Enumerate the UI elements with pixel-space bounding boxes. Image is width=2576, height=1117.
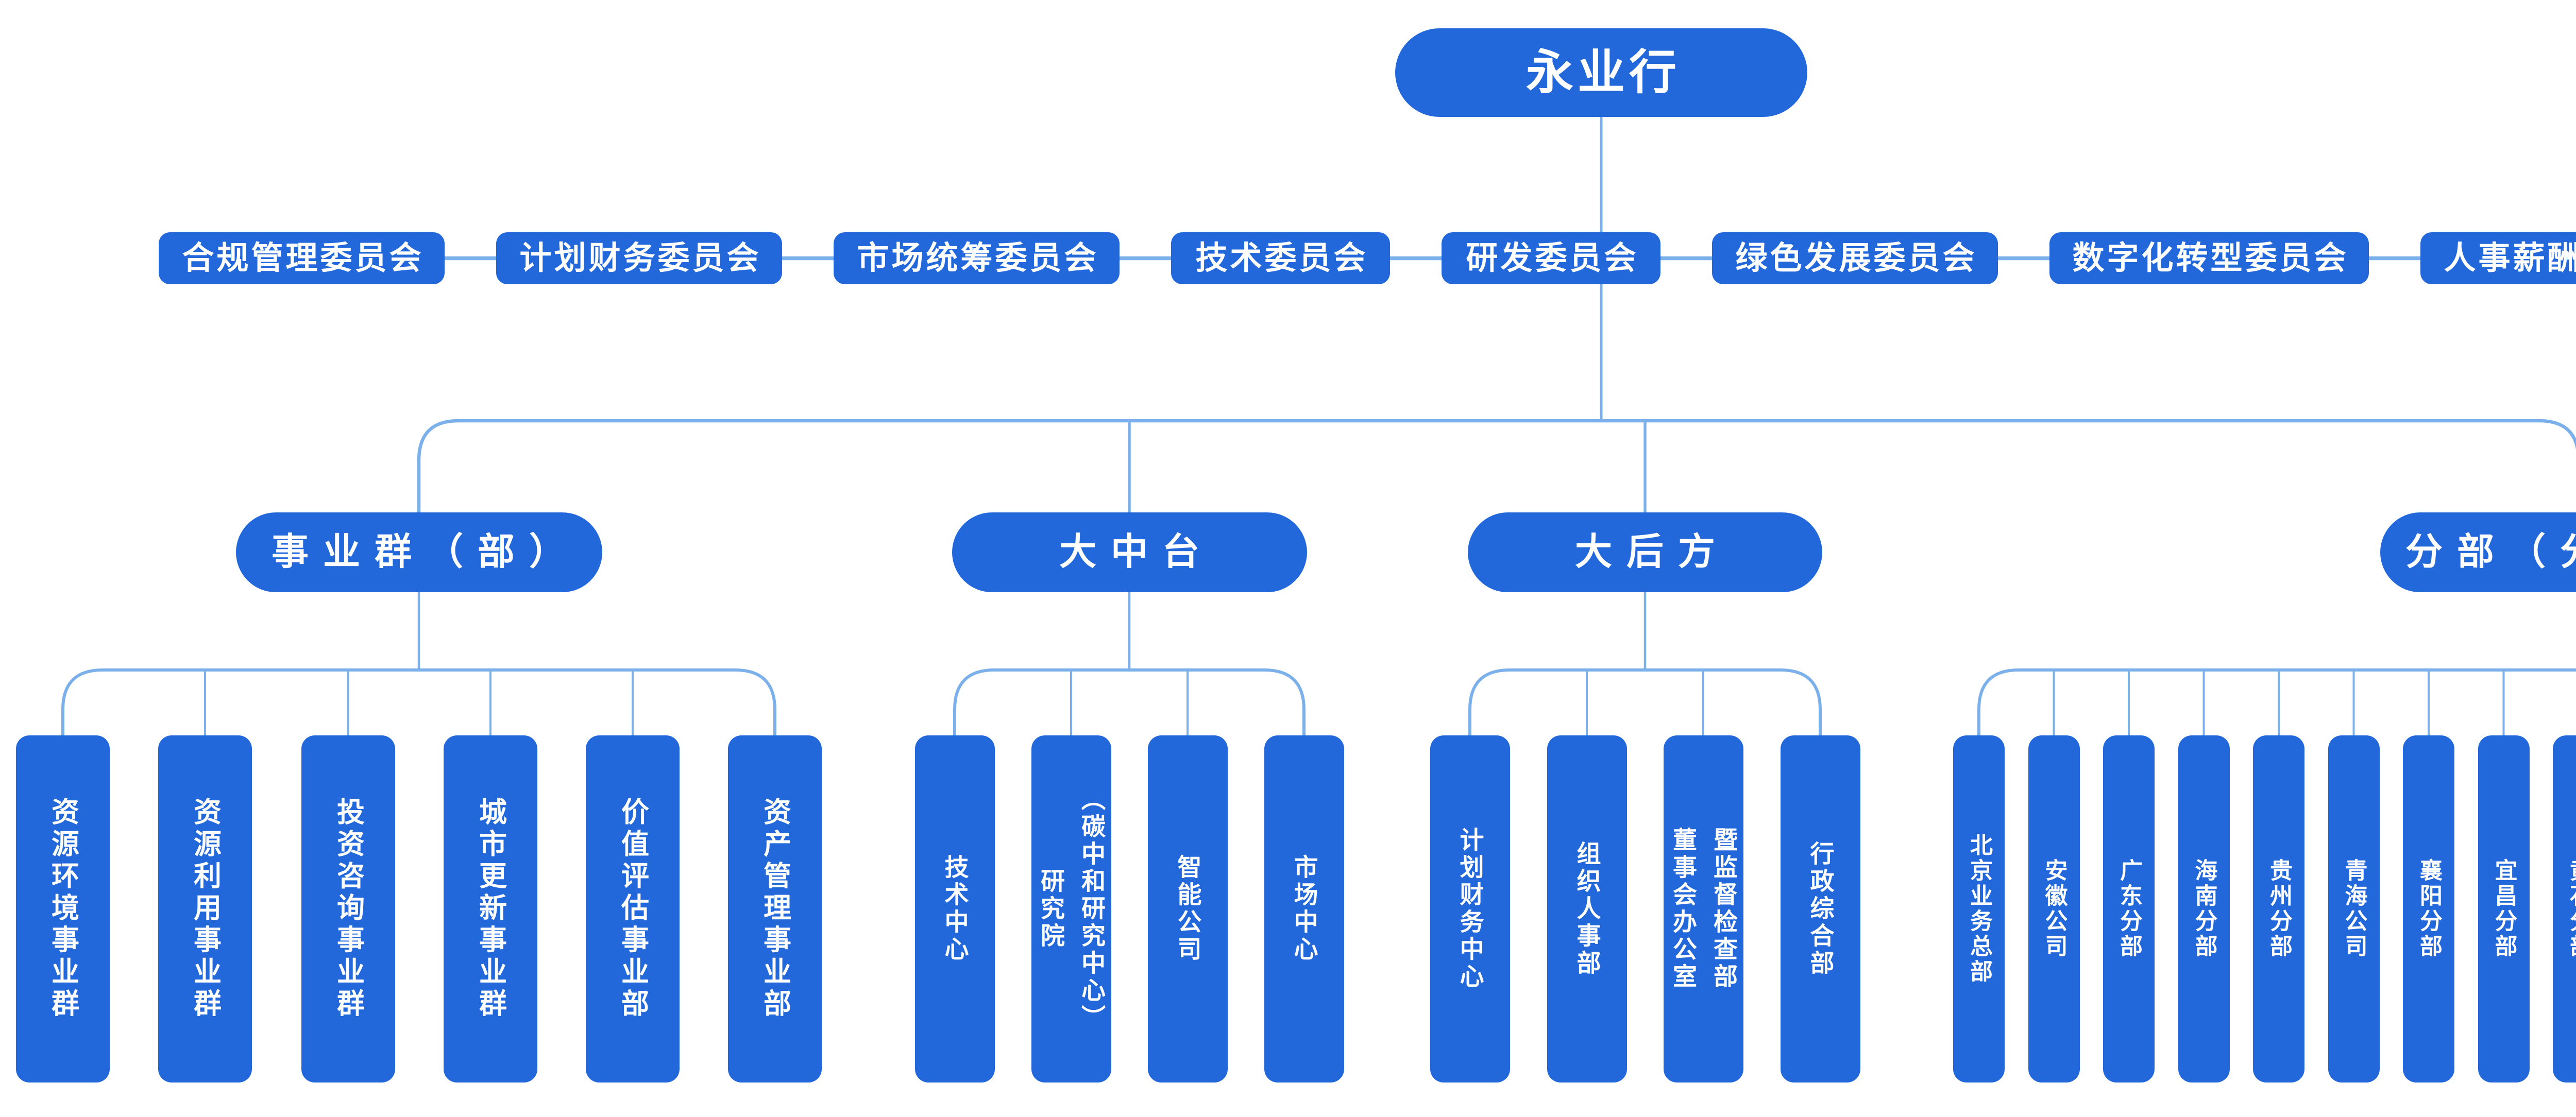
dept-node: 资源环境事业群 xyxy=(16,735,110,1082)
dept-node: 青海公司 xyxy=(2328,735,2380,1082)
dept-label: 计划财务中心 xyxy=(1452,827,1488,991)
dept-label-column: （碳中和研究中心） xyxy=(1078,786,1105,1032)
dept-label-column: 智能公司 xyxy=(1174,854,1201,964)
committee-node: 技术委员会 xyxy=(1171,232,1390,284)
dept-label-column: 北京业务总部 xyxy=(1967,833,1992,985)
dept-node: 投资咨询事业群 xyxy=(301,735,395,1082)
dept-label: 研究院 （碳中和研究中心） xyxy=(1033,786,1109,1032)
dept-node: 城市更新事业群 xyxy=(444,735,537,1082)
dept-node: 黄石分部 xyxy=(2553,735,2576,1082)
dept-node: 计划财务中心 xyxy=(1430,735,1510,1082)
dept-label: 董事会办公室暨监督检查部 xyxy=(1665,827,1741,991)
group-node: 大后方 xyxy=(1468,512,1822,592)
dept-label: 海南分部 xyxy=(2188,858,2221,959)
dept-label-column: 城市更新事业群 xyxy=(474,797,506,1021)
dept-label-column: 董事会办公室 xyxy=(1669,827,1697,991)
dept-node: 组织人事部 xyxy=(1547,735,1627,1082)
dept-label-column: 技术中心 xyxy=(941,854,969,964)
dept-label: 价值评估事业部 xyxy=(613,797,653,1021)
dept-node: 智能公司 xyxy=(1147,735,1228,1082)
dept-label-column: 安徽公司 xyxy=(2041,858,2067,959)
dept-label: 技术中心 xyxy=(937,854,973,964)
committee-node: 人事薪酬委员会 xyxy=(2420,232,2576,284)
dept-label-column: 资产管理事业部 xyxy=(759,797,790,1021)
group-node: 分部（分公司） xyxy=(2380,512,2576,592)
committee-node: 数字化转型委员会 xyxy=(2049,232,2369,284)
dept-node: 海南分部 xyxy=(2178,735,2230,1082)
dept-node: 资源利用事业群 xyxy=(158,735,252,1082)
dept-label-column: 暨监督检查部 xyxy=(1710,827,1737,991)
dept-label-column: 投资咨询事业群 xyxy=(332,797,364,1021)
dept-label: 宜昌分部 xyxy=(2487,858,2520,959)
dept-label-column: 贵州分部 xyxy=(2266,858,2292,959)
dept-label: 广东分部 xyxy=(2112,858,2145,959)
dept-label-column: 资源利用事业群 xyxy=(189,797,221,1021)
dept-node: 贵州分部 xyxy=(2253,735,2304,1082)
dept-node: 广东分部 xyxy=(2103,735,2155,1082)
dept-label: 襄阳分部 xyxy=(2412,858,2445,959)
dept-label: 青海公司 xyxy=(2337,858,2370,959)
dept-label: 贵州分部 xyxy=(2262,858,2295,959)
dept-label: 投资咨询事业群 xyxy=(328,797,369,1021)
committee-node: 计划财务委员会 xyxy=(496,232,782,284)
dept-label-column: 研究院 xyxy=(1037,868,1064,950)
dept-label-column: 青海公司 xyxy=(2341,858,2367,959)
dept-label: 资源利用事业群 xyxy=(185,797,226,1021)
dept-label: 市场中心 xyxy=(1286,854,1322,964)
committee-node: 绿色发展委员会 xyxy=(1712,232,1998,284)
dept-node: 研究院 （碳中和研究中心） xyxy=(1031,735,1111,1082)
dept-label-column: 资源环境事业群 xyxy=(47,797,78,1021)
dept-label: 行政综合部 xyxy=(1803,841,1838,977)
dept-node: 技术中心 xyxy=(914,735,995,1082)
dept-label: 资产管理事业部 xyxy=(755,797,795,1021)
dept-node: 宜昌分部 xyxy=(2478,735,2530,1082)
dept-label-column: 黄石分部 xyxy=(2566,858,2576,959)
dept-label: 北京业务总部 xyxy=(1962,833,1995,985)
committee-node: 研发委员会 xyxy=(1442,232,1660,284)
dept-node: 行政综合部 xyxy=(1780,735,1860,1082)
dept-label-column: 行政综合部 xyxy=(1806,840,1834,977)
dept-node: 董事会办公室暨监督检查部 xyxy=(1663,735,1743,1082)
dept-node: 安徽公司 xyxy=(2028,735,2080,1082)
dept-label-column: 计划财务中心 xyxy=(1456,827,1484,991)
group-node: 大中台 xyxy=(952,512,1307,592)
dept-node: 市场中心 xyxy=(1264,735,1344,1082)
dept-label: 黄石分部 xyxy=(2562,858,2576,959)
group-node: 事业群（部） xyxy=(235,512,602,592)
dept-label: 组织人事部 xyxy=(1569,841,1605,977)
dept-node: 北京业务总部 xyxy=(1953,735,2005,1082)
dept-label: 资源环境事业群 xyxy=(43,797,83,1021)
committee-node: 市场统筹委员会 xyxy=(834,232,1120,284)
root-node: 永业行 xyxy=(1395,28,1807,117)
dept-label-column: 价值评估事业部 xyxy=(617,797,648,1021)
dept-label-column: 市场中心 xyxy=(1290,854,1318,964)
dept-label: 安徽公司 xyxy=(2038,858,2071,959)
dept-label-column: 广东分部 xyxy=(2116,858,2142,959)
dept-label-column: 海南分部 xyxy=(2191,858,2217,959)
dept-label-column: 组织人事部 xyxy=(1573,840,1601,977)
dept-node: 资产管理事业部 xyxy=(728,735,822,1082)
dept-node: 价值评估事业部 xyxy=(586,735,680,1082)
dept-label-column: 襄阳分部 xyxy=(2416,858,2442,959)
dept-label: 城市更新事业群 xyxy=(470,797,511,1021)
committee-node: 合规管理委员会 xyxy=(159,232,445,284)
dept-label-column: 宜昌分部 xyxy=(2491,858,2517,959)
dept-label: 智能公司 xyxy=(1170,854,1206,964)
dept-node: 襄阳分部 xyxy=(2403,735,2454,1082)
